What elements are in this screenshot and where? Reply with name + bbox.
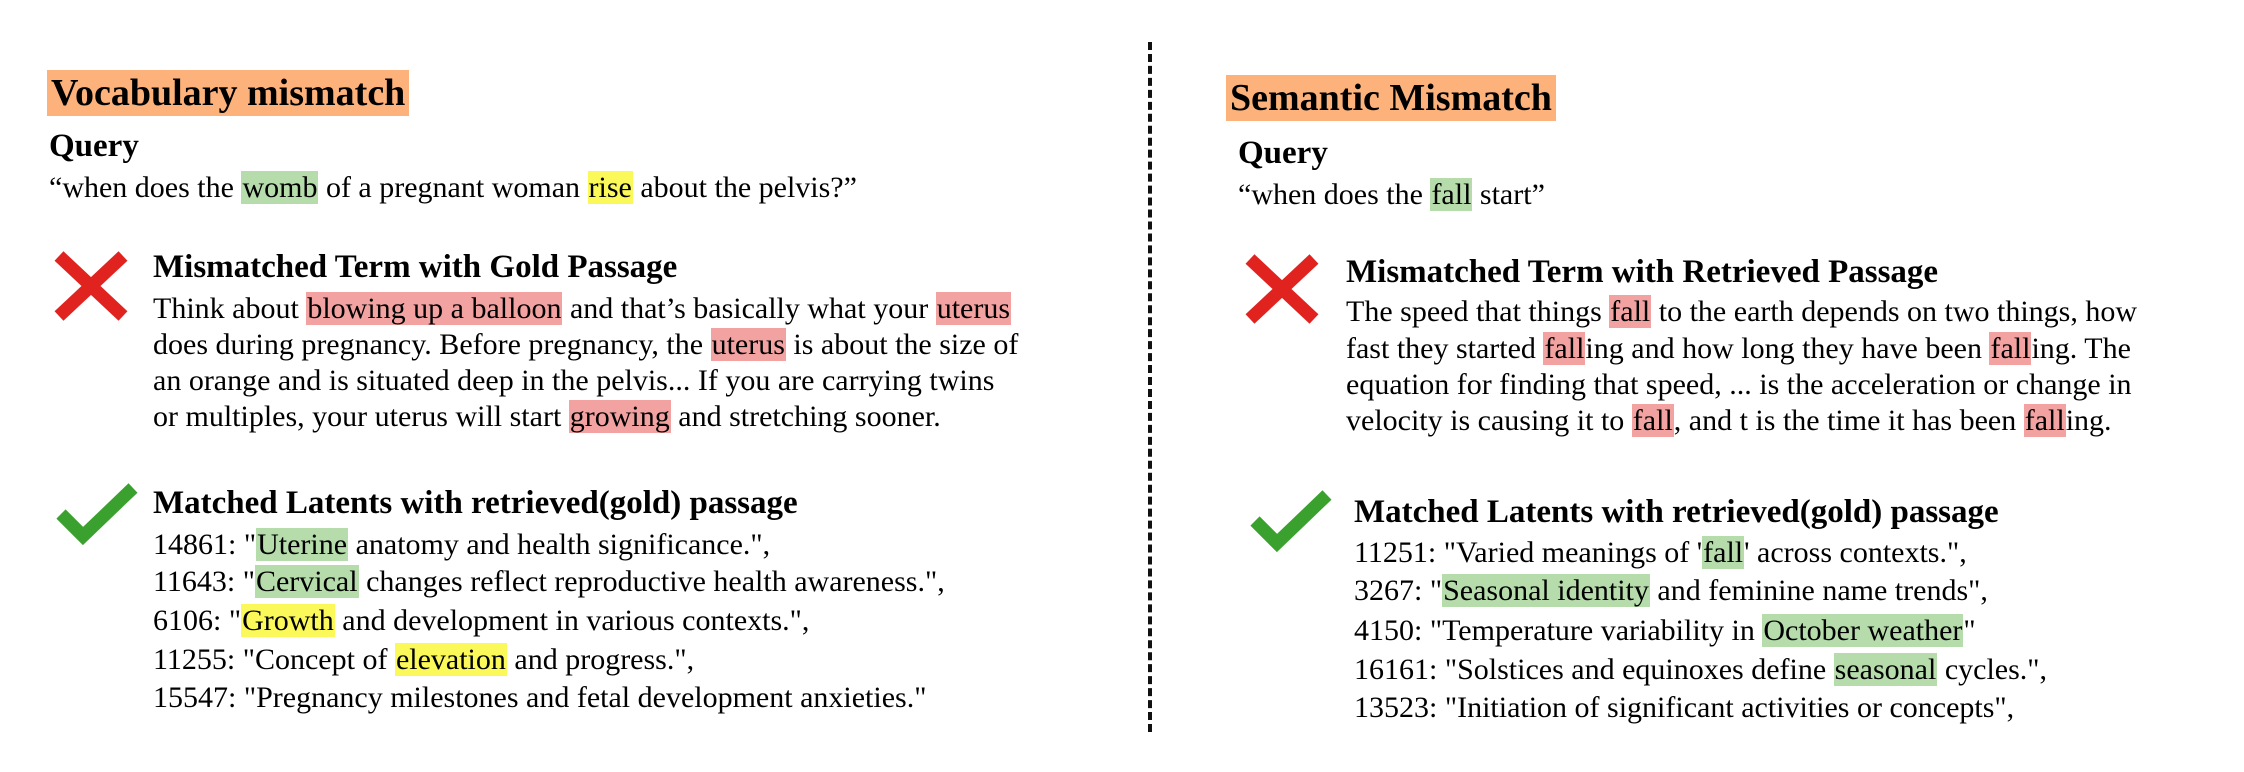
red-cross-icon	[1244, 253, 1320, 330]
text-segment: of a pregnant woman	[318, 171, 588, 204]
text-segment: “when does the	[1238, 178, 1431, 211]
panel-title: Semantic Mismatch	[1226, 75, 1556, 121]
red-highlight: fall	[1989, 332, 2032, 365]
red-highlight: uterus	[935, 292, 1012, 325]
semantic-mismatch-panel: Semantic Mismatch Query “when does the f…	[1160, 0, 2244, 772]
latent-item: 14861: "Uterine anatomy and health signi…	[153, 527, 770, 563]
text-segment: velocity is causing it to	[1346, 404, 1632, 437]
text-segment: does during pregnancy. Before pregnancy,…	[153, 328, 711, 361]
yellow-highlight: rise	[587, 171, 633, 204]
dashed-divider	[1148, 42, 1152, 732]
latent-item: 11255: "Concept of elevation and progres…	[153, 642, 694, 678]
passage-line: an orange and is situated deep in the pe…	[153, 363, 994, 399]
text-segment: 16161: "Solstices and equinoxes define	[1354, 653, 1834, 686]
text-segment: 11251: "Varied meanings of '	[1354, 536, 1703, 569]
text-segment: ' across contexts.",	[1744, 536, 1967, 569]
query-heading: Query	[1238, 135, 1328, 171]
text-segment: an orange and is situated deep in the pe…	[153, 364, 995, 397]
green-highlight: womb	[241, 171, 319, 204]
text-segment: changes reflect reproductive health awar…	[358, 565, 945, 598]
green-highlight: Uterine	[256, 528, 349, 561]
text-segment: 4150: "Temperature variability in	[1354, 614, 1763, 647]
text-segment: “when does the	[49, 171, 242, 204]
text-segment: and stretching sooner.	[670, 400, 941, 433]
yellow-highlight: elevation	[394, 643, 507, 676]
red-highlight: fall	[1609, 295, 1652, 328]
text-segment: and development in various contexts.",	[334, 604, 810, 637]
latent-item: 15547: "Pregnancy milestones and fetal d…	[153, 680, 926, 716]
text-segment: equation for finding that speed, ... is …	[1346, 368, 2132, 401]
query-text: “when does the womb of a pregnant woman …	[49, 170, 857, 206]
mismatch-heading: Mismatched Term with Retrieved Passage	[1346, 254, 1939, 290]
text-segment: The speed that things	[1346, 295, 1610, 328]
passage-line: The speed that things fall to the earth …	[1346, 294, 2137, 330]
red-highlight: fall	[1631, 404, 1674, 437]
text-segment: or multiples, your uterus will start	[153, 400, 569, 433]
text-segment: start”	[1472, 178, 1545, 211]
red-highlight: blowing up a balloon	[306, 292, 563, 325]
text-segment: 3267: "	[1354, 574, 1443, 607]
text-segment: about the pelvis?”	[632, 171, 857, 204]
passage-line: or multiples, your uterus will start gro…	[153, 399, 941, 435]
text-segment: 14861: "	[153, 528, 257, 561]
text-segment: 15547: "Pregnancy milestones and fetal d…	[153, 681, 927, 714]
text-segment: 11255: "Concept of	[153, 643, 395, 676]
text-segment: fast they started	[1346, 332, 1544, 365]
passage-line: fast they started falling and how long t…	[1346, 331, 2131, 367]
red-highlight: fall	[1543, 332, 1586, 365]
latent-item: 6106: "Growth and development in various…	[153, 603, 809, 639]
text-segment: , and t is the time it has been	[1673, 404, 2024, 437]
red-highlight: growing	[568, 400, 671, 433]
text-segment: cycles.",	[1937, 653, 2048, 686]
red-highlight: uterus	[710, 328, 786, 361]
text-segment: 6106: "	[153, 604, 242, 637]
passage-line: velocity is causing it to fall, and t is…	[1346, 403, 2112, 439]
match-heading: Matched Latents with retrieved(gold) pas…	[153, 485, 798, 521]
text-segment: 11643: "	[153, 565, 255, 598]
latent-item: 16161: "Solstices and equinoxes define s…	[1354, 652, 2047, 688]
yellow-highlight: Growth	[241, 604, 335, 637]
text-segment: 13523: "Initiation of significant activi…	[1354, 691, 2015, 724]
green-check-icon	[1249, 487, 1333, 558]
latent-item: 11643: "Cervical changes reflect reprodu…	[153, 564, 945, 600]
latent-item: 4150: "Temperature variability in Octobe…	[1354, 613, 1976, 649]
green-highlight: seasonal	[1833, 653, 1938, 686]
green-check-icon	[55, 480, 139, 551]
green-highlight: October weather	[1762, 614, 1964, 647]
text-segment: Think about	[153, 292, 307, 325]
latent-item: 3267: "Seasonal identity and feminine na…	[1354, 573, 1988, 609]
green-highlight: fall	[1430, 178, 1473, 211]
red-highlight: fall	[2023, 404, 2066, 437]
text-segment: and that’s basically what your	[562, 292, 936, 325]
passage-line: equation for finding that speed, ... is …	[1346, 367, 2132, 403]
green-highlight: Cervical	[254, 565, 359, 598]
text-segment: and feminine name trends",	[1649, 574, 1988, 607]
green-highlight: Seasonal identity	[1442, 574, 1650, 607]
latent-item: 13523: "Initiation of significant activi…	[1354, 690, 2014, 726]
text-segment: ing and how long they have been	[1585, 332, 1990, 365]
match-heading: Matched Latents with retrieved(gold) pas…	[1354, 494, 1999, 530]
text-segment: is about the size of	[785, 328, 1019, 361]
text-segment: to the earth depends on two things, how	[1651, 295, 2138, 328]
panel-title: Vocabulary mismatch	[47, 70, 410, 116]
text-segment: ing.	[2065, 404, 2112, 437]
passage-line: Think about blowing up a balloon and tha…	[153, 291, 1012, 327]
text-segment: "	[1963, 614, 1976, 647]
query-text: “when does the fall start”	[1238, 177, 1545, 213]
text-segment: anatomy and health significance.",	[348, 528, 771, 561]
text-segment: ing. The	[2031, 332, 2131, 365]
vocabulary-mismatch-panel: Vocabulary mismatch Query “when does the…	[47, 70, 1018, 716]
red-cross-icon	[53, 250, 129, 327]
latent-item: 11251: "Varied meanings of 'fall' across…	[1354, 535, 1967, 571]
green-highlight: fall	[1702, 536, 1745, 569]
mismatch-heading: Mismatched Term with Gold Passage	[153, 249, 678, 285]
text-segment: and progress.",	[506, 643, 695, 676]
query-heading: Query	[49, 128, 139, 164]
passage-line: does during pregnancy. Before pregnancy,…	[153, 327, 1018, 363]
